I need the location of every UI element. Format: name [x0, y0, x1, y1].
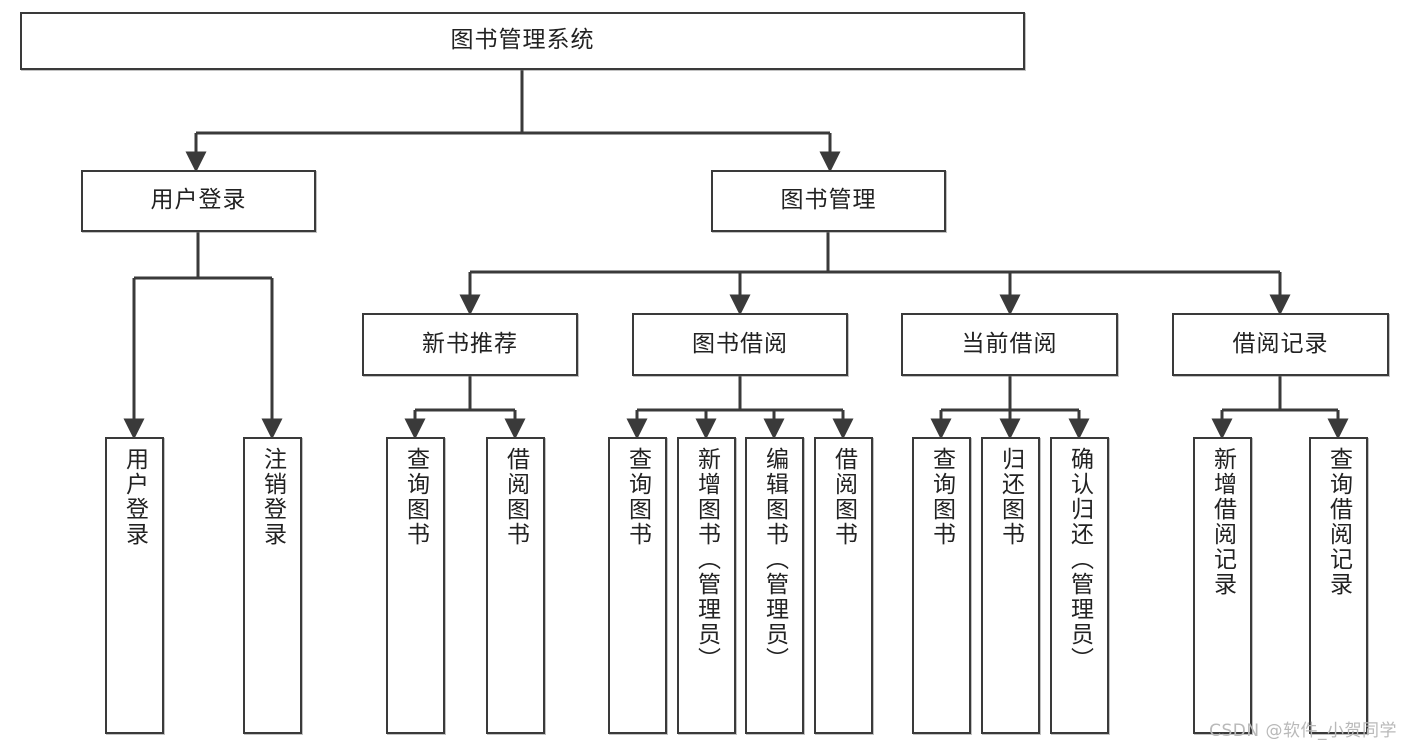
node-leaf-edit-book[interactable]: 编辑图书（管理员） [745, 437, 804, 734]
node-user-login-label: 用户登录 [150, 187, 247, 214]
node-leaf-query-book-3-label: 查询图书 [928, 447, 955, 547]
node-borrow-record[interactable]: 借阅记录 [1172, 313, 1389, 376]
node-leaf-query-book-3[interactable]: 查询图书 [912, 437, 971, 734]
node-leaf-logout-login-label: 注销登录 [259, 447, 286, 547]
node-user-login[interactable]: 用户登录 [81, 170, 316, 232]
node-leaf-query-record[interactable]: 查询借阅记录 [1309, 437, 1368, 734]
node-leaf-logout-login[interactable]: 注销登录 [243, 437, 302, 734]
node-leaf-query-record-label: 查询借阅记录 [1325, 447, 1352, 597]
node-leaf-user-login-label: 用户登录 [121, 447, 148, 547]
node-leaf-add-book-label: 新增图书（管理员） [693, 447, 720, 672]
node-leaf-user-login[interactable]: 用户登录 [105, 437, 164, 734]
node-root-system[interactable]: 图书管理系统 [20, 12, 1025, 70]
node-leaf-add-book[interactable]: 新增图书（管理员） [677, 437, 736, 734]
node-leaf-return-book[interactable]: 归还图书 [981, 437, 1040, 734]
node-leaf-query-book-2-label: 查询图书 [624, 447, 651, 547]
node-leaf-borrow-book-1[interactable]: 借阅图书 [486, 437, 545, 734]
node-current-borrow-label: 当前借阅 [961, 330, 1058, 357]
node-book-management-label: 图书管理 [780, 187, 877, 214]
node-leaf-add-record[interactable]: 新增借阅记录 [1193, 437, 1252, 734]
node-new-book-recommend-label: 新书推荐 [422, 330, 518, 357]
node-borrow-record-label: 借阅记录 [1232, 330, 1329, 357]
node-leaf-query-book-1[interactable]: 查询图书 [386, 437, 445, 734]
node-leaf-edit-book-label: 编辑图书（管理员） [761, 447, 788, 672]
node-book-borrow[interactable]: 图书借阅 [632, 313, 848, 376]
node-root-system-label: 图书管理系统 [450, 27, 595, 54]
node-current-borrow[interactable]: 当前借阅 [901, 313, 1118, 376]
node-book-borrow-label: 图书借阅 [692, 330, 788, 357]
node-leaf-confirm-return-label: 确认归还（管理员） [1066, 447, 1093, 672]
node-new-book-recommend[interactable]: 新书推荐 [362, 313, 578, 376]
node-leaf-borrow-book-1-label: 借阅图书 [502, 447, 529, 547]
node-leaf-query-book-1-label: 查询图书 [402, 447, 429, 547]
node-leaf-return-book-label: 归还图书 [997, 447, 1024, 547]
node-leaf-query-book-2[interactable]: 查询图书 [608, 437, 667, 734]
node-leaf-add-record-label: 新增借阅记录 [1209, 447, 1236, 597]
node-leaf-confirm-return[interactable]: 确认归还（管理员） [1050, 437, 1109, 734]
node-leaf-borrow-book-2-label: 借阅图书 [830, 447, 857, 547]
node-book-management[interactable]: 图书管理 [711, 170, 946, 232]
node-leaf-borrow-book-2[interactable]: 借阅图书 [814, 437, 873, 734]
